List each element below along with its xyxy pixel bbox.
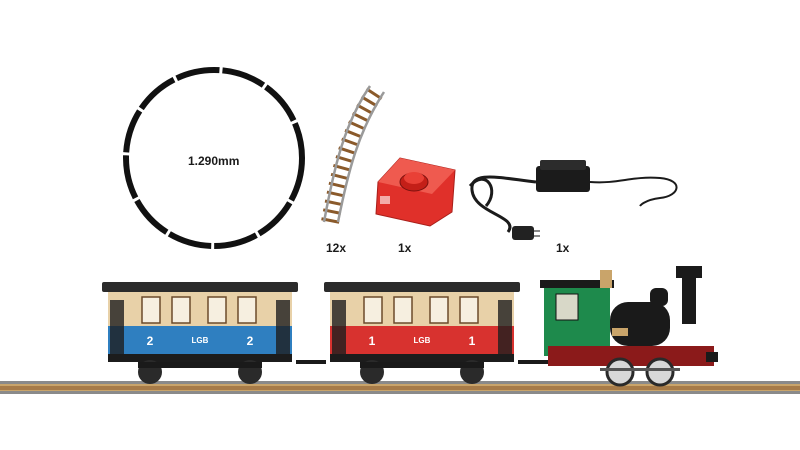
blue-coach xyxy=(102,282,298,384)
red-coach-number-left: 1 xyxy=(369,334,376,348)
red-coach-logo: LGB xyxy=(414,336,431,345)
rail-track xyxy=(0,381,800,394)
blue-coach-logo: LGB xyxy=(192,336,209,345)
red-coach-number-right: 1 xyxy=(469,334,476,348)
coupler xyxy=(518,360,548,364)
track-circle-diagram xyxy=(123,67,305,249)
curved-track-piece xyxy=(321,82,386,224)
power-supply-quantity: 1x xyxy=(556,241,570,255)
curved-track-quantity: 12x xyxy=(326,241,347,255)
red-coach xyxy=(324,282,520,384)
steam-locomotive xyxy=(540,266,718,387)
blue-coach-number-left: 2 xyxy=(147,334,154,348)
speed-controller xyxy=(375,157,456,227)
power-supply xyxy=(468,160,678,240)
controller-quantity: 1x xyxy=(398,241,412,255)
blue-coach-number-right: 2 xyxy=(247,334,254,348)
coupler xyxy=(296,360,326,364)
circle-diameter-label: 1.290mm xyxy=(188,154,240,168)
